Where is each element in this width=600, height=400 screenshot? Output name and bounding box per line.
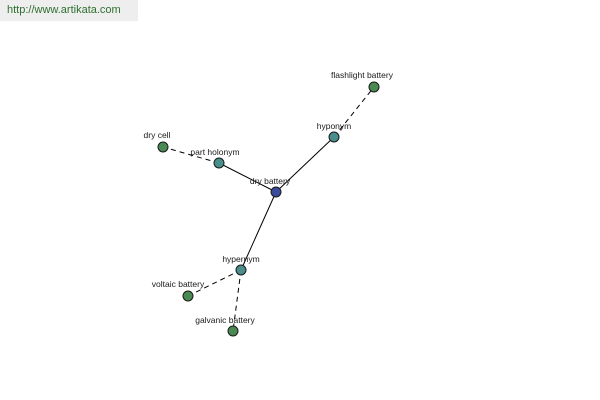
graph-edges [162,86,375,332]
label-part-holonym: part holonym [190,147,239,157]
label-galvanic-battery: galvanic battery [195,315,255,325]
node-dry-cell[interactable] [157,141,169,153]
node-hyponym[interactable] [328,131,340,143]
graph-nodes [157,81,380,337]
label-hypernym: hypernym [222,254,259,264]
node-flashlight-battery[interactable] [368,81,380,93]
label-voltaic-battery: voltaic battery [152,279,205,289]
edge-hypernym-galvanic-battery [232,269,242,332]
node-galvanic-battery[interactable] [227,325,239,337]
graph-labels: flashlight battery hyponym dry cell part… [144,70,394,325]
edge-center-hyponym [275,136,335,193]
edge-hyponym-flashlight-battery [333,86,375,138]
node-part-holonym[interactable] [213,157,225,169]
label-dry-battery: dry battery [250,176,291,186]
edge-part-holonym-dry-cell [162,146,220,164]
edge-center-hypernym [240,191,277,271]
node-hypernym[interactable] [235,264,247,276]
site-url-link[interactable]: http://www.artikata.com [0,0,138,21]
node-dry-battery[interactable] [270,186,282,198]
label-hyponym: hyponym [317,121,352,131]
edge-center-part-holonym [218,162,277,193]
node-voltaic-battery[interactable] [182,290,194,302]
label-dry-cell: dry cell [144,130,171,140]
label-flashlight-battery: flashlight battery [331,70,394,80]
edge-hypernym-voltaic-battery [187,269,242,297]
